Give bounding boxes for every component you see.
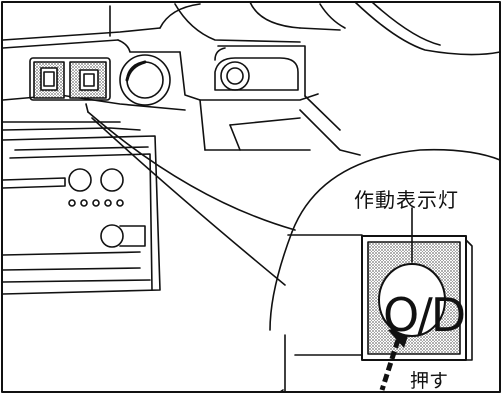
switch-pair	[29, 57, 111, 101]
od-button-label: O/D	[383, 288, 466, 342]
od-button	[378, 263, 446, 337]
dashboard-outline	[2, 1, 361, 156]
callout-leader-lines	[85, 103, 296, 286]
indicator-light-label: 作動表示灯	[354, 188, 459, 212]
center-console	[2, 135, 161, 295]
right-knob	[214, 57, 299, 91]
round-knob	[119, 54, 171, 106]
steering-wheel-arc	[354, 1, 501, 56]
magnified-circle	[291, 148, 501, 233]
push-action-label: 押す	[410, 370, 449, 392]
push-arrow-icon	[379, 339, 401, 391]
